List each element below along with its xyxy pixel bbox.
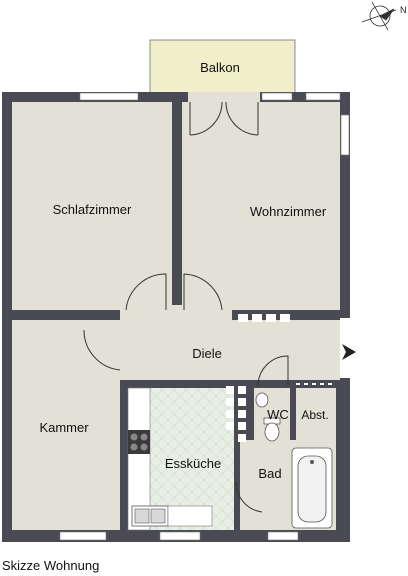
label-wohnzimmer: Wohnzimmer — [250, 204, 327, 219]
kitchen-counter — [127, 387, 151, 531]
balcony-door-opening — [188, 92, 260, 102]
label-abst: Abst. — [301, 408, 328, 422]
plan-caption: Skizze Wohnung — [2, 558, 100, 573]
label-esskueche: Essküche — [165, 456, 221, 471]
label-schlafzimmer: Schlafzimmer — [53, 202, 132, 217]
label-balkon: Balkon — [200, 60, 240, 75]
kammer-floor — [12, 320, 120, 530]
diele-floor — [120, 320, 340, 380]
windows — [59, 92, 350, 541]
door-swings — [83, 273, 289, 513]
watermark: www.sreal.at — [368, 96, 400, 102]
label-diele: Diele — [192, 346, 222, 361]
handbasin-icon — [255, 392, 269, 408]
toilet-icon — [263, 417, 281, 442]
compass-icon — [361, 1, 397, 31]
bathtub-icon — [291, 447, 333, 529]
stove-icon — [128, 430, 150, 454]
shaft — [226, 386, 246, 442]
compass-north-label: N — [400, 5, 407, 15]
label-bad: Bad — [258, 466, 281, 481]
label-wc: WC — [267, 407, 289, 422]
label-kammer: Kammer — [39, 420, 89, 435]
wall-vents — [238, 314, 290, 322]
kitchen-unit — [167, 505, 213, 527]
balcony-area — [149, 39, 296, 96]
sink-icon — [131, 505, 169, 527]
entrance-arrow-icon — [342, 344, 356, 360]
abst-floor — [296, 388, 336, 440]
schlafzimmer-floor — [12, 102, 172, 310]
diele-extension — [120, 305, 232, 325]
wohnzimmer-floor — [182, 102, 340, 310]
balcony-door-swing — [189, 101, 259, 136]
